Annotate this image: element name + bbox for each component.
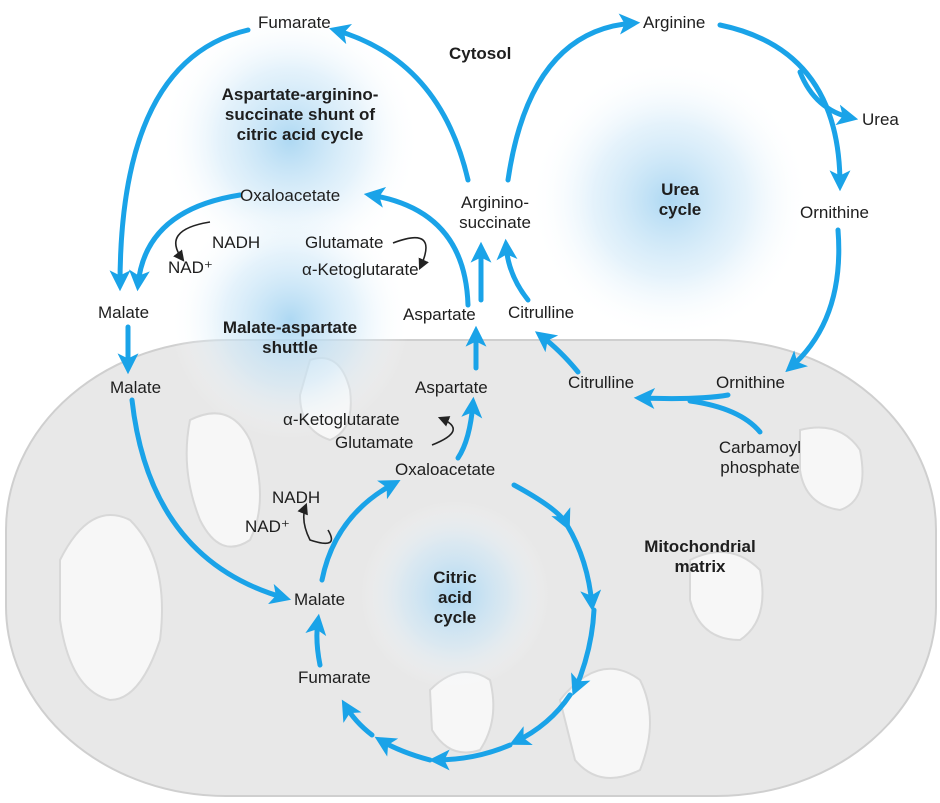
citric-acid-cycle-title: Citric acid cycle [433, 568, 477, 627]
argininosuccinate-label: Arginino- succinate [459, 193, 531, 232]
fumarate-cac-label: Fumarate [298, 668, 371, 687]
mitochondrial-matrix-label: Mitochondrial matrix [644, 537, 756, 576]
aketoglutarate-mito-label: α-Ketoglutarate [283, 410, 400, 429]
malate-cytosol-label: Malate [98, 303, 150, 322]
citrulline-mito-label: Citrulline [568, 373, 635, 392]
shunt-title: Aspartate-arginino- succinate shunt of c… [221, 85, 379, 144]
carbamoyl-phosphate-label: Carbamoyl phosphate [718, 438, 802, 477]
ornithine-mito-label: Ornithine [716, 373, 785, 392]
citrulline-cytosol-label: Citrulline [508, 303, 575, 322]
pathway-arrows [109, 13, 859, 771]
nad-mito-label: NAD⁺ [245, 517, 290, 536]
nadh-cytosol-label: NADH [212, 233, 261, 252]
cofactor-arrows [173, 221, 454, 545]
nadh-mito-label: NADH [272, 488, 321, 507]
fumarate-cytosol-label: Fumarate [258, 13, 331, 32]
oxaloacetate-mito-label: Oxaloacetate [395, 460, 496, 479]
ornithine-cytosol-label: Ornithine [800, 203, 869, 222]
malate-aspartate-shuttle-title: Malate-aspartate shuttle [222, 318, 358, 357]
arginine-label: Arginine [643, 13, 706, 32]
aspartate-cytosol-label: Aspartate [403, 305, 476, 324]
glutamate-cytosol-label: Glutamate [305, 233, 384, 252]
cycle-glows [160, 10, 810, 690]
urea-cycle-title: Urea cycle [658, 180, 702, 219]
malate-mito-label: Malate [110, 378, 162, 397]
aspartate-mito-label: Aspartate [415, 378, 488, 397]
glutamate-mito-label: Glutamate [335, 433, 414, 452]
malate-cac-label: Malate [294, 590, 346, 609]
nad-cytosol-label: NAD⁺ [168, 258, 213, 277]
urea-label: Urea [862, 110, 899, 129]
cytosol-label: Cytosol [449, 44, 512, 63]
oxaloacetate-cytosol-label: Oxaloacetate [240, 186, 341, 205]
aketoglutarate-cytosol-label: α-Ketoglutarate [302, 260, 419, 279]
